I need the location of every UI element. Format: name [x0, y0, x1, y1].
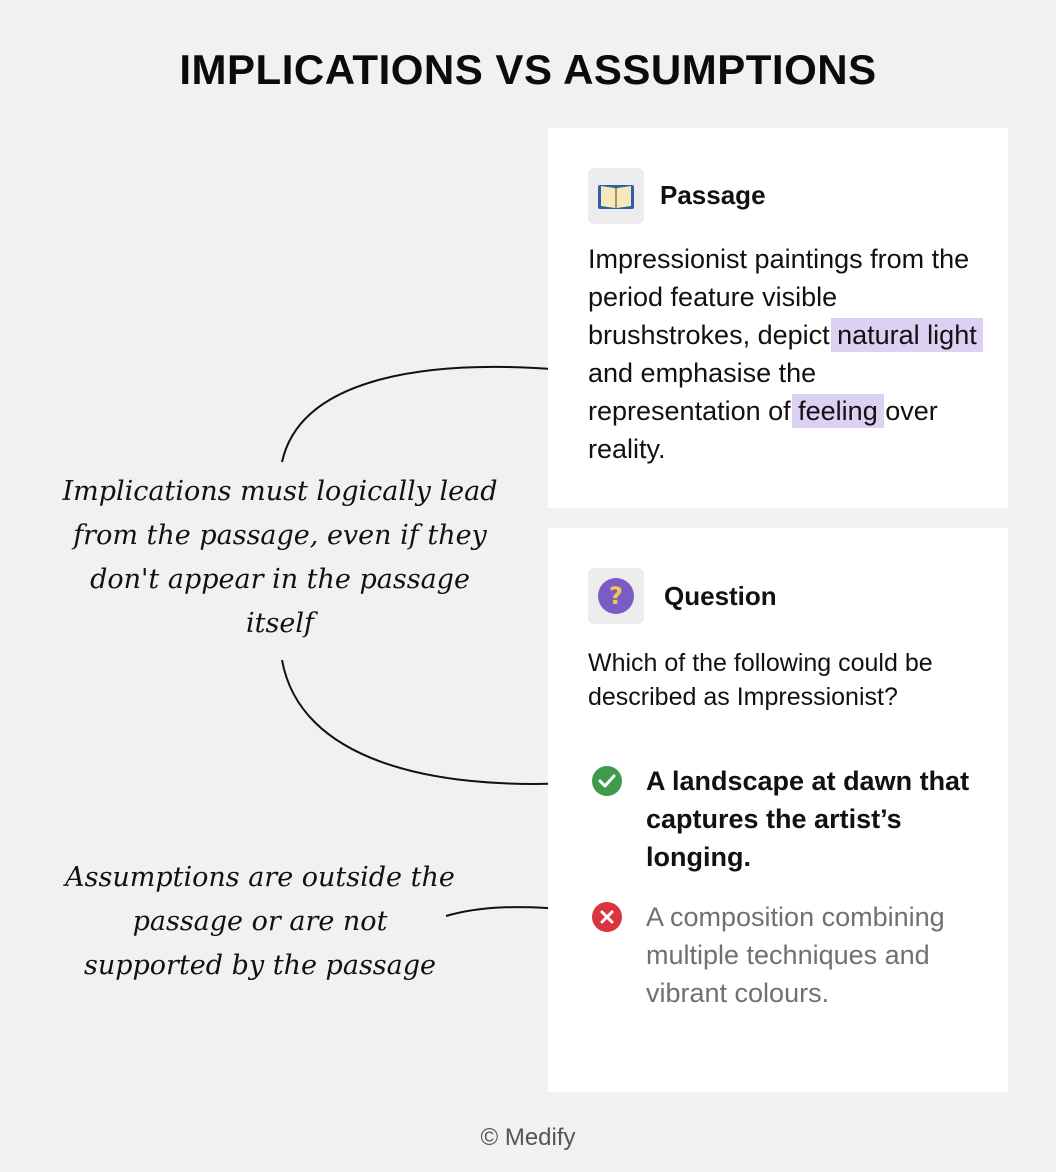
- page-title: IMPLICATIONS VS ASSUMPTIONS: [179, 46, 877, 93]
- passage-card: Passage Impressionist paintings from the…: [548, 128, 1008, 508]
- implications-note: Implications must logically lead from th…: [62, 476, 498, 639]
- answer-option-text: A landscape at dawn that captures the ar…: [646, 766, 970, 872]
- implication-arrow-to-answer: [281, 659, 573, 785]
- svg-text:?: ?: [609, 582, 623, 610]
- assumptions-note: Assumptions are outside the passage or a…: [65, 862, 455, 981]
- cross-icon: [592, 902, 622, 932]
- question-mark-icon: ?: [588, 568, 644, 624]
- copyright-footer: © Medify: [480, 1124, 576, 1151]
- highlight-feeling: feeling: [792, 394, 884, 428]
- passage-text-part: over reality.: [588, 396, 938, 464]
- answer-option-text: A composition combining multiple techniq…: [646, 902, 945, 1008]
- passage-text-part: and emphasise the representation of: [588, 358, 817, 426]
- question-text: Which of the following could be describe…: [588, 649, 933, 711]
- check-icon: [592, 766, 622, 796]
- passage-heading: Passage: [660, 180, 766, 210]
- open-book-icon: [588, 168, 644, 224]
- implication-arrow-to-passage: [281, 365, 565, 463]
- question-card: ? Question Which of the following could …: [548, 528, 1008, 1092]
- passage-text: Impressionist paintings from the period …: [588, 240, 988, 468]
- passage-text-part: Impressionist paintings from the period …: [588, 244, 970, 350]
- question-heading: Question: [664, 581, 777, 611]
- highlight-natural-light: natural light: [831, 318, 983, 352]
